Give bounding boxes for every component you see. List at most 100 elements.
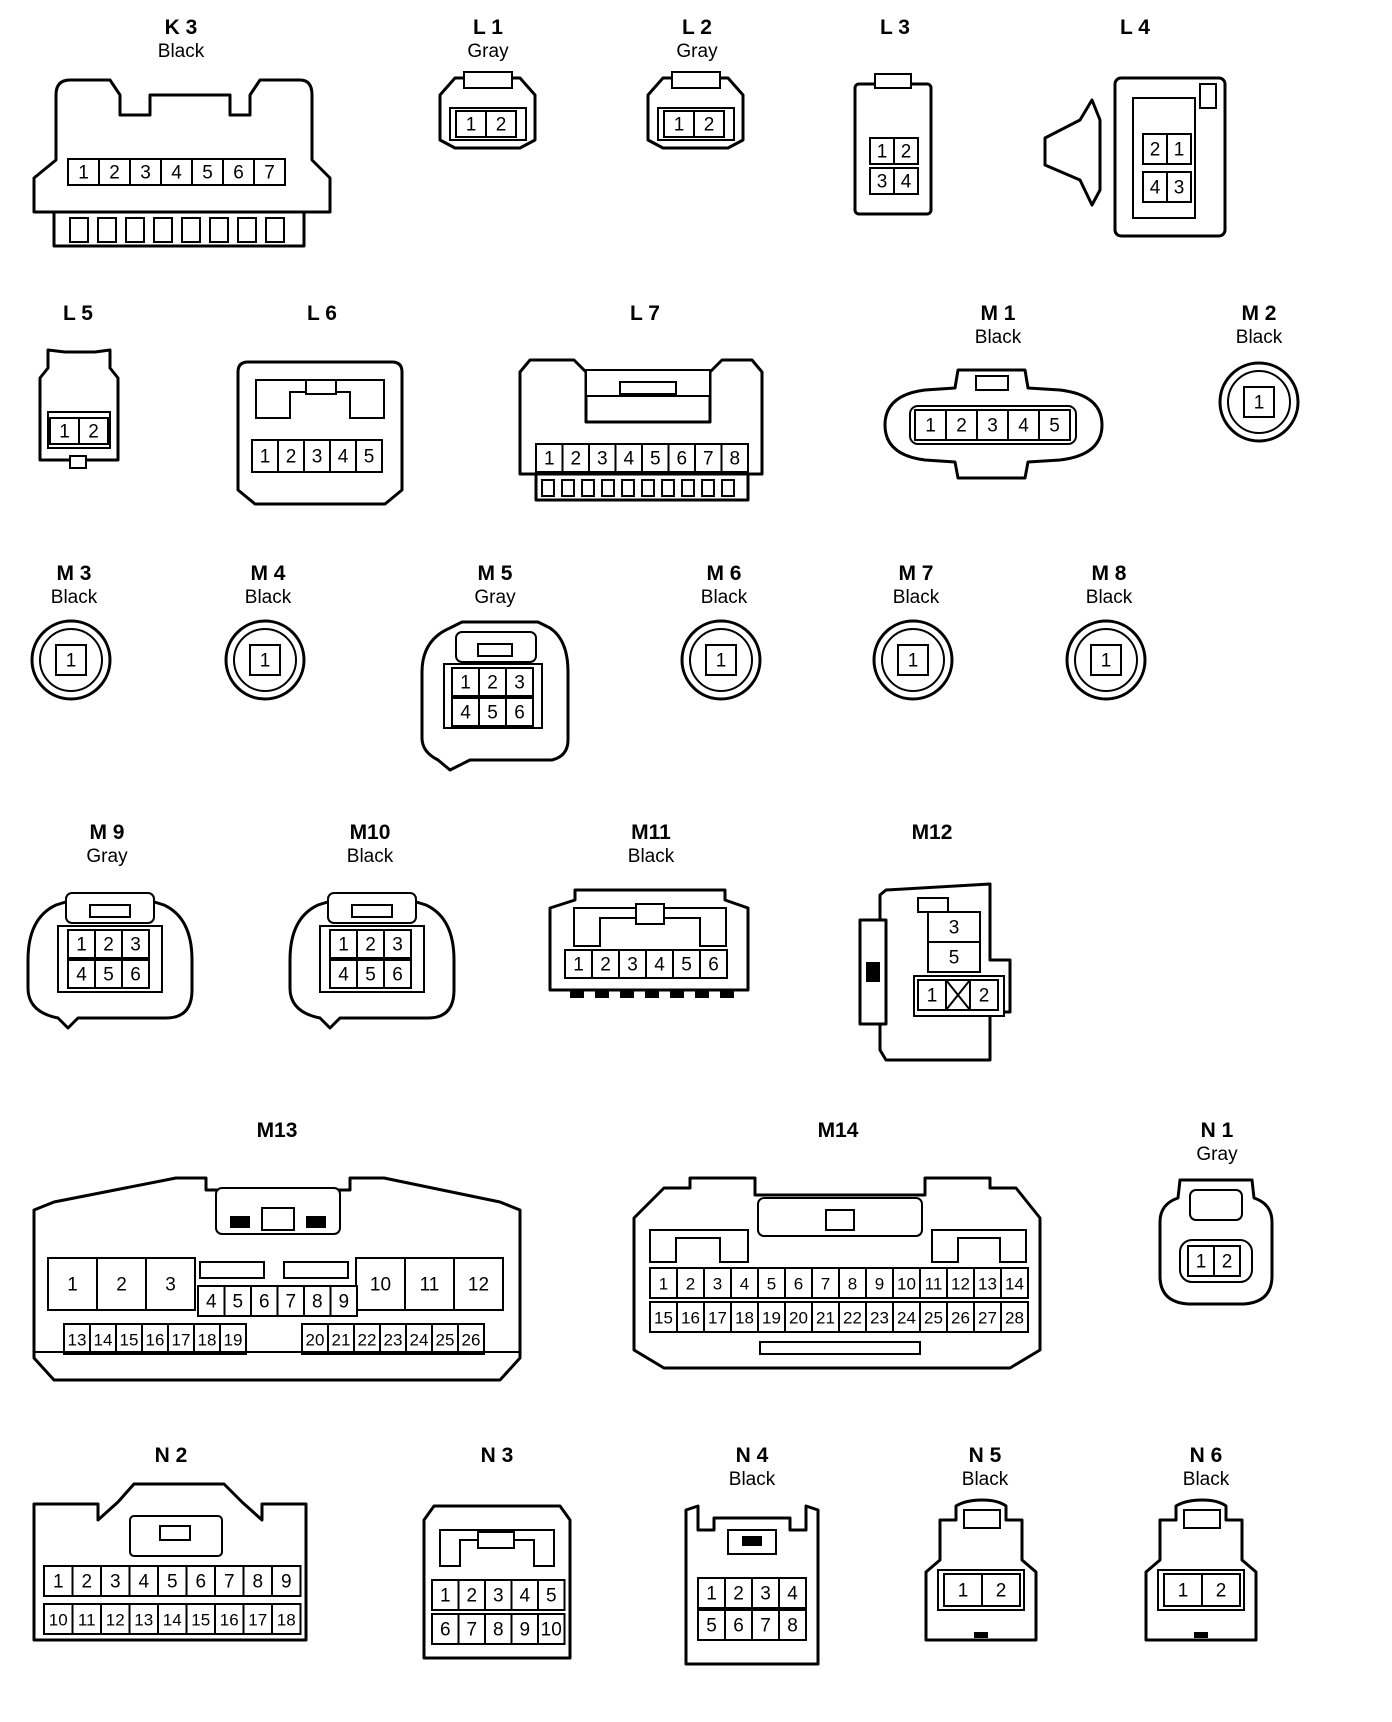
pin-number: 1 <box>877 142 888 163</box>
pin-number: 1 <box>53 1572 64 1593</box>
pin-cavity <box>1000 1301 1029 1333</box>
connector-id: N 6 <box>1190 1444 1223 1467</box>
pin-cavity <box>893 167 919 195</box>
pin-number: 19 <box>224 1331 243 1350</box>
pin-cavity <box>535 443 564 473</box>
latch <box>477 1531 515 1549</box>
pin-cavity <box>724 1577 753 1609</box>
connector-m2: 1 <box>1218 361 1300 443</box>
pin-number: 24 <box>410 1331 429 1350</box>
pin-number: 6 <box>195 1572 206 1593</box>
pin-number: 3 <box>987 416 998 437</box>
pin-cavity <box>383 929 412 959</box>
pin-number: 1 <box>1174 140 1185 161</box>
latch <box>69 455 87 469</box>
pin-number: 4 <box>740 1275 749 1294</box>
pin-cavity <box>561 443 590 473</box>
latch <box>477 643 513 657</box>
pin-cavity <box>973 1267 1002 1299</box>
connector-color: Gray <box>676 41 718 62</box>
latch-slot <box>69 217 89 243</box>
pin-cavity <box>78 417 109 445</box>
latch <box>89 904 131 918</box>
connector-color: Gray <box>86 846 128 867</box>
pin-cavity <box>457 1579 486 1611</box>
pin-number: 1 <box>466 115 477 136</box>
pin-cavity <box>89 1323 117 1355</box>
pin-cavity <box>1038 409 1071 441</box>
pin-number: 2 <box>103 935 114 956</box>
latch-slot <box>641 479 655 497</box>
pin-number: 18 <box>735 1309 754 1328</box>
connector-m8: 1 <box>1065 619 1147 701</box>
pin-number: 26 <box>951 1309 970 1328</box>
pin-cavity <box>1090 644 1122 676</box>
pin-number: 3 <box>140 163 151 184</box>
blocked-cavity-mark <box>945 979 971 1011</box>
pin-cavity <box>1201 1573 1241 1607</box>
pin-number: 12 <box>468 1275 489 1296</box>
pin-cavity <box>121 929 150 959</box>
housing-outline <box>32 78 332 214</box>
pin-cavity <box>451 697 480 727</box>
connector-color: Black <box>245 587 292 608</box>
connector-m3: 1 <box>30 619 112 701</box>
pin-cavity <box>484 1579 513 1611</box>
pin-number: 3 <box>760 1584 771 1605</box>
latch-slot <box>581 479 595 497</box>
connector-id: L 7 <box>630 302 660 325</box>
connector-id: M11 <box>631 821 671 844</box>
latch <box>619 381 677 395</box>
keyway <box>439 1529 555 1567</box>
connector-id: N 3 <box>481 1444 514 1467</box>
pin-number: 1 <box>573 955 584 976</box>
pin-number: 7 <box>703 449 714 470</box>
pin-cavity <box>355 439 383 473</box>
pin-number: 10 <box>541 1620 562 1641</box>
connector-id: M 9 <box>89 821 124 844</box>
pin-cavity <box>329 439 357 473</box>
connector-m14-label: M14 <box>818 1119 859 1142</box>
pin-number: 11 <box>925 1275 943 1294</box>
pin-number: 5 <box>949 948 960 969</box>
connector-l4-label: L 4 <box>1120 16 1150 39</box>
pin-cavity <box>253 158 286 186</box>
pin-cavity <box>67 158 100 186</box>
pin-number: 8 <box>787 1616 798 1637</box>
pin-number: 4 <box>338 447 349 468</box>
pin-number: 2 <box>109 163 120 184</box>
pin-number: 1 <box>260 447 271 468</box>
pin-number: 1 <box>338 935 349 956</box>
pin-cavity <box>96 1257 147 1311</box>
pin-number: 4 <box>76 965 87 986</box>
pin-number: 6 <box>676 449 687 470</box>
connector-color: Gray <box>1196 1144 1238 1165</box>
pin-number: 7 <box>264 163 275 184</box>
latch <box>305 379 337 395</box>
pin-number: 5 <box>103 965 114 986</box>
connector-color: Black <box>1183 1469 1230 1490</box>
pin-number: 12 <box>951 1275 970 1294</box>
pin-number: 7 <box>821 1275 830 1294</box>
connector-m7: 1 <box>872 619 954 701</box>
pin-cavity <box>757 1301 786 1333</box>
pin-cavity <box>43 1603 74 1635</box>
latch-slot <box>681 479 695 497</box>
pin-number: 1 <box>958 1581 969 1602</box>
pin-number: 4 <box>654 955 665 976</box>
clip-mount <box>1043 98 1102 207</box>
pin-number: 14 <box>163 1611 182 1630</box>
pin-number: 2 <box>956 416 967 437</box>
pin-number: 8 <box>848 1275 857 1294</box>
latch-slot <box>620 990 634 998</box>
pin-number: 1 <box>716 651 727 672</box>
pin-cavity <box>100 1603 131 1635</box>
pin-cavity <box>431 1613 460 1645</box>
